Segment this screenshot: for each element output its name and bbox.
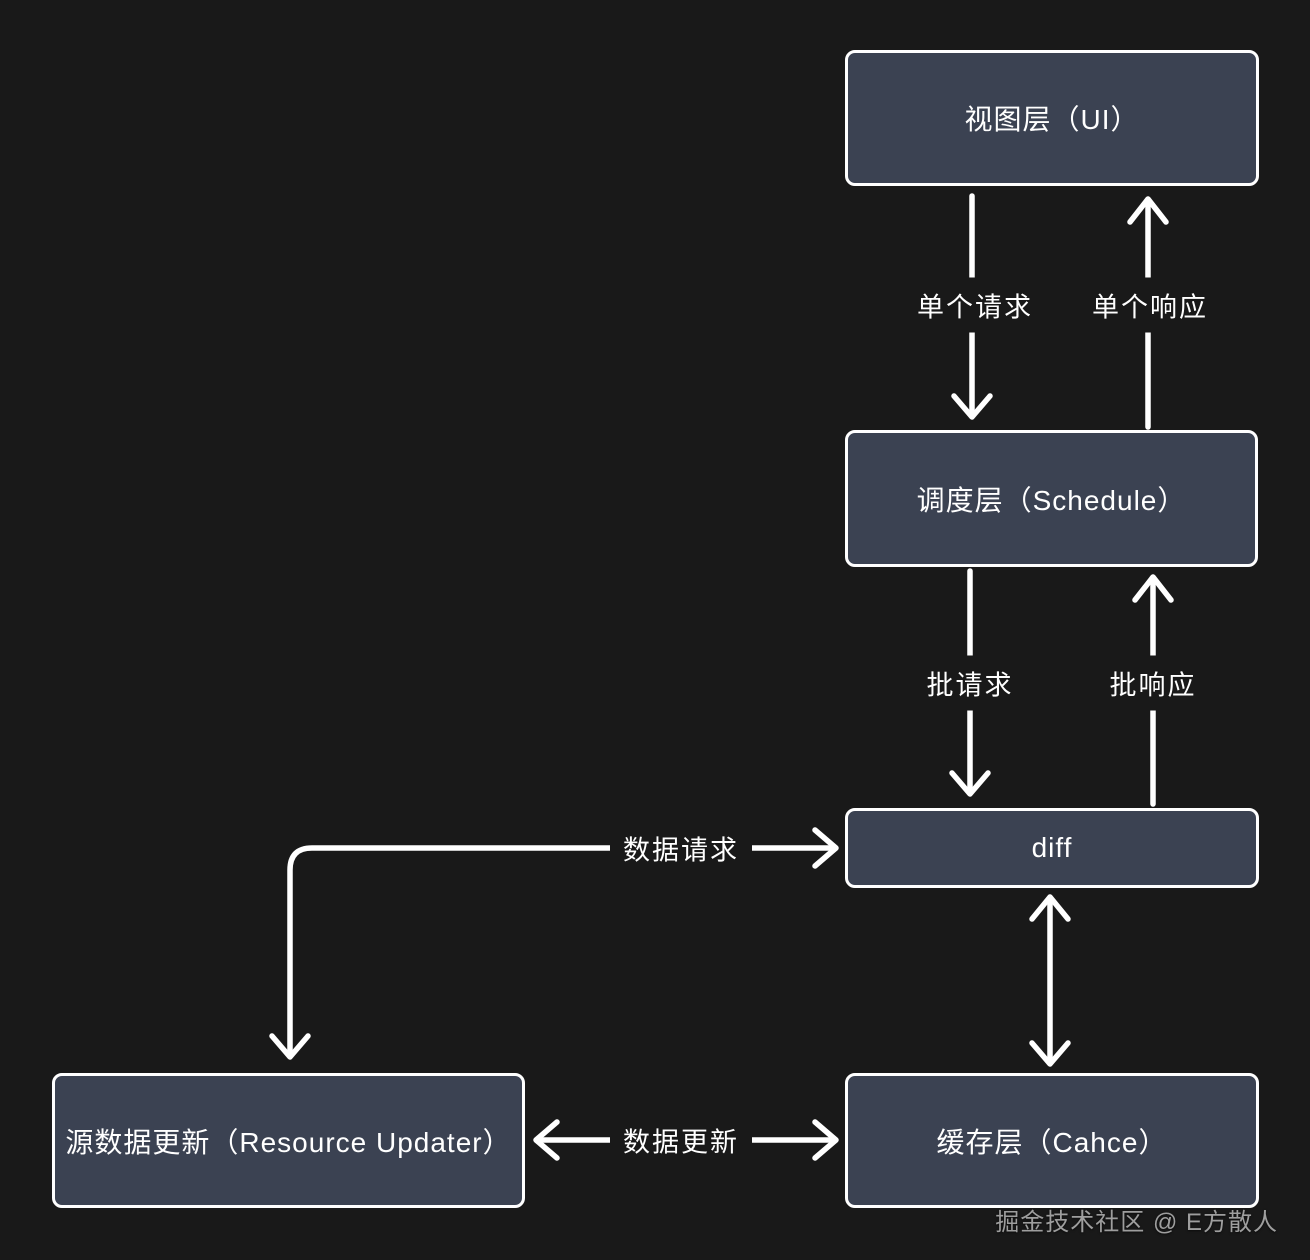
node-schedule-layer-label: 调度层（Schedule） — [916, 484, 1187, 516]
node-view-layer-label: 视图层（UI） — [964, 104, 1140, 135]
node-view-layer: 视图层（UI） — [845, 50, 1259, 186]
edge-label-single-request: 单个请求 — [904, 277, 1046, 333]
node-schedule-layer: 调度层（Schedule） — [845, 430, 1258, 567]
edge-label-batch-request: 批请求 — [913, 655, 1027, 711]
node-cache-layer: 缓存层（Cahce） — [845, 1073, 1259, 1208]
arrow-data-request — [269, 827, 839, 1060]
node-diff: diff — [845, 808, 1259, 888]
edge-label-batch-response: 批响应 — [1096, 655, 1210, 711]
arrow-diff-cache — [1029, 894, 1071, 1067]
edge-label-data-update: 数据更新 — [610, 1112, 752, 1168]
node-cache-layer-label: 缓存层（Cahce） — [936, 1126, 1168, 1158]
watermark: 掘金技术社区 @ E方散人 — [995, 1209, 1278, 1236]
node-diff-label: diff — [1031, 832, 1073, 863]
node-resource-updater-label: 源数据更新（Resource Updater） — [65, 1126, 512, 1158]
edge-label-data-request: 数据请求 — [610, 820, 752, 876]
node-resource-updater: 源数据更新（Resource Updater） — [52, 1073, 525, 1208]
edge-label-single-response: 单个响应 — [1079, 277, 1221, 333]
